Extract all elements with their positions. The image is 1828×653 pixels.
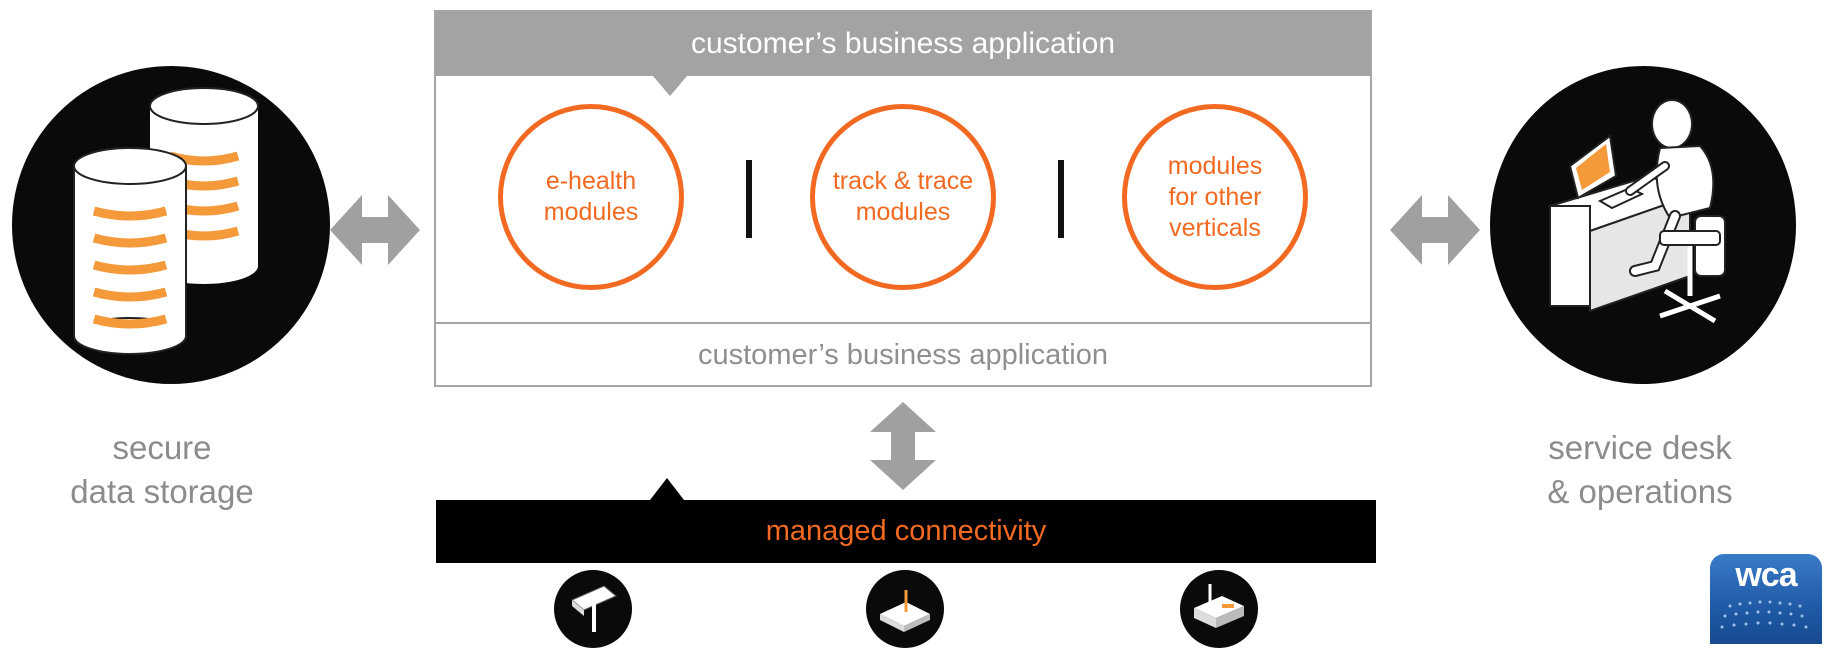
router-device [866, 570, 944, 648]
database-icon [73, 87, 259, 355]
module-other-verticals-label: modules for other verticals [1167, 151, 1263, 242]
service-desk-label-line2: & operations [1547, 473, 1733, 510]
business-application-box: customer’s business application e-health… [434, 10, 1372, 387]
module-track-trace-label: track & trace modules [832, 167, 974, 226]
gateway-device-icon [1194, 584, 1244, 628]
service-desk-operator-icon [1547, 99, 1726, 324]
data-storage-label: secure data storage [2, 426, 322, 514]
service-desk-label: service desk & operations [1480, 426, 1800, 514]
connectivity-pointer [650, 478, 684, 500]
module-other-verticals: modules for other verticals [1122, 104, 1308, 290]
data-storage-label-line1: secure [112, 429, 212, 466]
business-application-header: customer’s business application [436, 12, 1370, 76]
module-track-trace: track & trace modules [810, 104, 996, 290]
double-arrow-horizontal-icon [330, 195, 420, 265]
managed-connectivity-bar: managed connectivity [436, 500, 1376, 563]
logo-dot-pattern [1720, 600, 1808, 629]
camera-sensor-icon [571, 585, 617, 632]
module-e-health: e-health modules [498, 104, 684, 290]
business-application-footer: customer’s business application [436, 322, 1370, 387]
camera-sensor-device [554, 570, 632, 648]
gateway-device [1180, 570, 1258, 648]
wca-logo-text: wca [1735, 556, 1797, 594]
module-divider [1058, 160, 1064, 238]
double-arrow-horizontal-icon [1390, 195, 1480, 265]
service-desk-circle [1490, 66, 1796, 384]
router-device-icon [880, 590, 930, 632]
header-pointer [653, 76, 687, 96]
data-storage-circle [12, 66, 330, 384]
data-storage-label-line2: data storage [70, 473, 254, 510]
module-e-health-label: e-health modules [543, 167, 639, 226]
module-divider [746, 160, 752, 238]
wca-logo: wca [1710, 554, 1822, 644]
service-desk-label-line1: service desk [1548, 429, 1732, 466]
double-arrow-vertical-icon [870, 402, 936, 490]
